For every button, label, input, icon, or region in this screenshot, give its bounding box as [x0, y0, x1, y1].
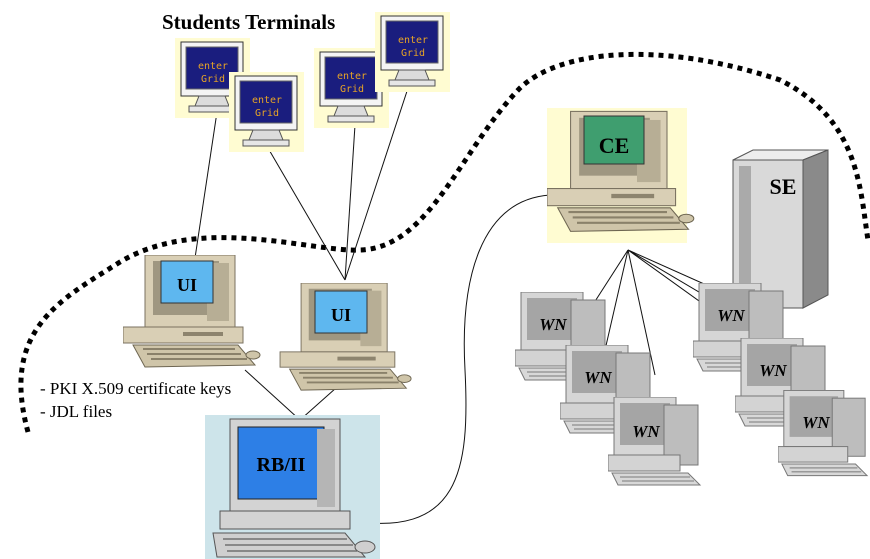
ui-computer-2: UI	[279, 283, 413, 392]
terminal-connections	[194, 81, 411, 281]
wn-node-1: WN	[515, 292, 608, 381]
ce-label: CE	[599, 133, 630, 158]
student-terminal-4: enter Grid	[375, 12, 450, 92]
rb-computer: RB/II	[205, 415, 380, 559]
note-jdl-files: - JDL files	[40, 402, 113, 421]
wn-label: WN	[802, 413, 830, 432]
rb-label: RB/II	[257, 454, 306, 476]
wn-label: WN	[539, 315, 567, 334]
terminal-text-line1: enter	[252, 95, 282, 106]
wn-node-2: WN	[560, 345, 653, 434]
wn-label: WN	[759, 361, 787, 380]
wn-label: WN	[632, 422, 660, 441]
wn-label: WN	[717, 306, 745, 325]
se-label: SE	[770, 174, 797, 199]
terminal-text-line1: enter	[398, 35, 428, 46]
wn-node-5: WN	[735, 338, 828, 427]
wn-label: WN	[584, 368, 612, 387]
ui-label: UI	[177, 275, 197, 295]
terminal-text-line2: Grid	[255, 108, 279, 119]
student-terminal-1: enter Grid	[175, 38, 250, 118]
grid-boundary-curve	[18, 51, 870, 433]
terminal-text-line2: Grid	[201, 74, 225, 85]
terminal-text-line2: Grid	[340, 84, 364, 95]
student-terminal-2: enter Grid	[229, 72, 304, 152]
ce-computer: CE	[547, 108, 695, 243]
wn-node-3: WN	[608, 397, 701, 486]
terminal-text-line1: enter	[198, 61, 228, 72]
terminal-text-line1: enter	[337, 71, 367, 82]
wn-node-6: WN	[778, 390, 868, 477]
ui-computer-1: UI	[123, 255, 261, 368]
student-terminal-3: enter Grid	[314, 48, 389, 128]
terminal-text-line2: Grid	[401, 48, 425, 59]
wn-node-4: WN	[693, 283, 786, 372]
ui-label: UI	[331, 305, 351, 325]
diagram-title: Students Terminals	[162, 10, 336, 34]
rb-ce-link	[344, 194, 551, 524]
se-storage: SE	[732, 149, 829, 309]
note-certificate-keys: - PKI X.509 certificate keys	[40, 379, 232, 398]
